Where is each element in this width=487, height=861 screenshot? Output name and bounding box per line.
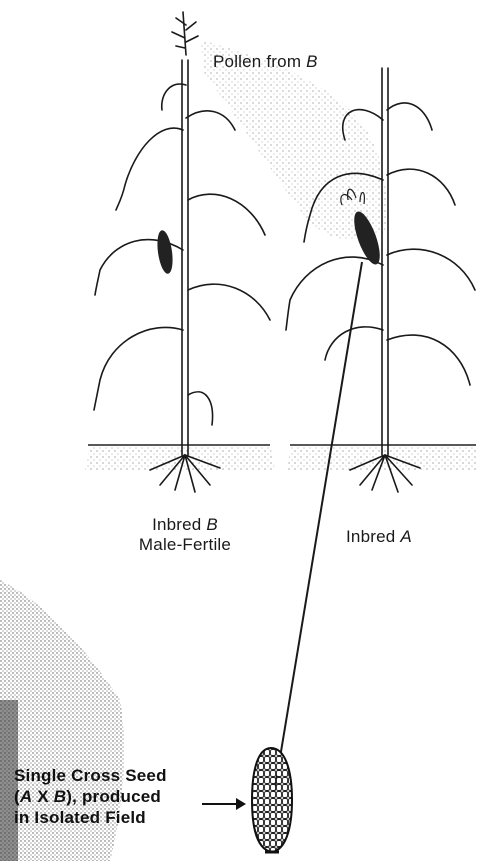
plant-b-label-line2: Male-Fertile [125,535,245,555]
plant-a-label-prefix: Inbred [346,527,400,546]
tassel-icon [172,12,198,55]
seed-arrow [202,798,246,810]
pollen-label: Pollen from B [213,52,318,72]
plant-b-label-prefix: Inbred [152,515,206,534]
plant-a-label: Inbred A [346,527,412,547]
seed-label: Single Cross Seed (A X B), produced in I… [14,765,167,828]
seed-label-line1: Single Cross Seed [14,765,167,786]
pollen-label-var: B [306,52,318,71]
seed-label-line2: (A X B), produced [14,786,167,807]
single-cross-seed-ear [252,748,292,852]
pollen-label-prefix: Pollen from [213,52,306,71]
ear-b [155,229,175,275]
plant-a-label-var: A [400,527,412,546]
seed-label-line3: in Isolated Field [14,807,167,828]
plant-b-label: Inbred B Male-Fertile [125,515,245,555]
plant-b-label-var: B [206,515,218,534]
